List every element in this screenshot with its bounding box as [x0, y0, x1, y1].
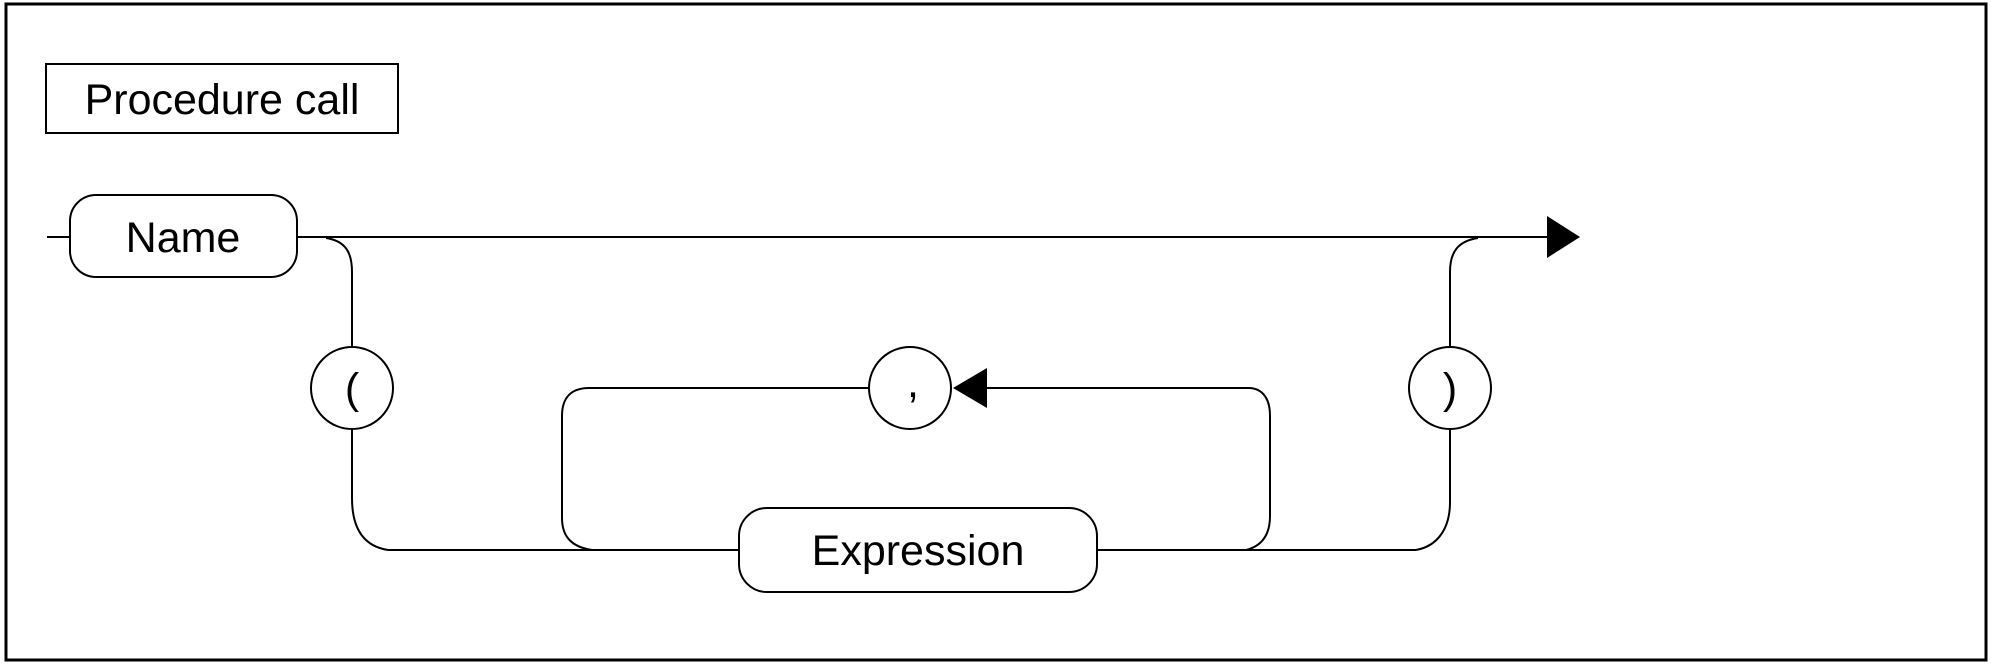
branch-down-line-2	[351, 429, 389, 551]
close-paren-label: )	[1443, 365, 1457, 413]
branch-down-line	[325, 237, 353, 347]
branch-up-line	[1415, 429, 1451, 551]
title-node: Procedure call	[45, 63, 399, 134]
open-paren-label: (	[345, 365, 360, 413]
branch-up-line-2	[1449, 237, 1479, 347]
comma-circle	[868, 346, 952, 430]
comma-label: ,	[907, 359, 919, 407]
diagram-border	[4, 2, 1988, 662]
title-label: Procedure call	[85, 76, 360, 124]
exit-arrow-icon	[1547, 216, 1580, 258]
title-box	[45, 63, 399, 134]
name-label: Name	[126, 214, 241, 262]
close-paren-node: )	[1408, 346, 1492, 430]
expression-label: Expression	[812, 527, 1025, 575]
comma-node: ,	[868, 346, 952, 430]
name-node: Name	[69, 194, 298, 278]
loop-left-arm	[561, 387, 593, 551]
loop-right-arm	[1245, 387, 1271, 551]
expression-node: Expression	[738, 507, 1098, 593]
open-paren-node: (	[310, 346, 394, 430]
loop-arrow-icon	[953, 368, 987, 408]
